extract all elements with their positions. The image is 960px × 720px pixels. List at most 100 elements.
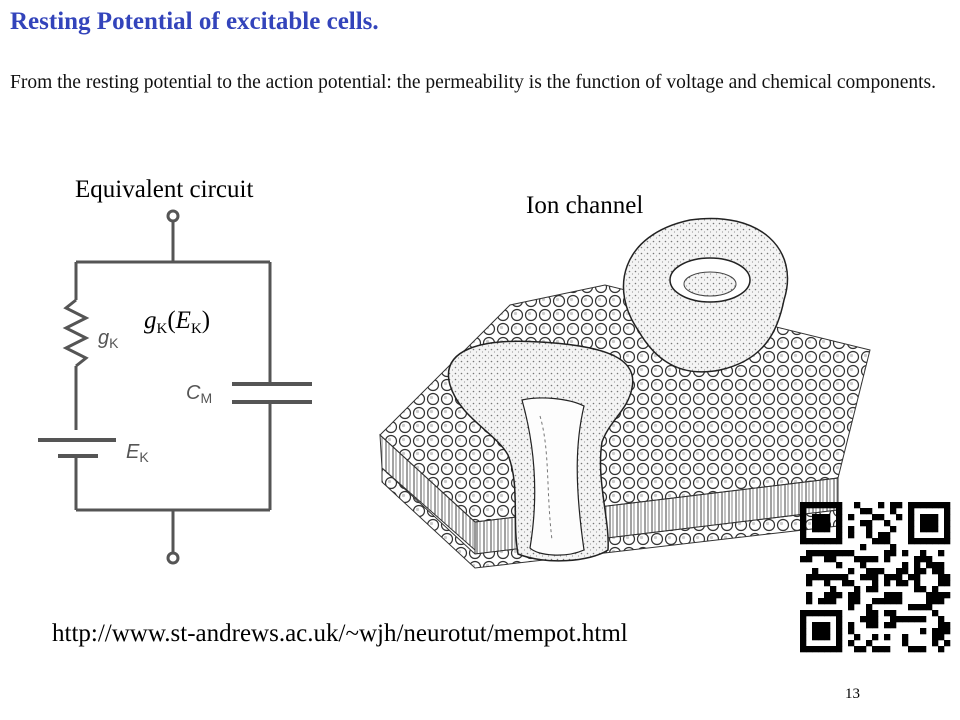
qr-module (872, 616, 879, 623)
conductance-sub: K (156, 321, 168, 337)
qr-module (890, 508, 897, 515)
qr-module (896, 502, 903, 509)
qr-module (824, 598, 831, 605)
qr-module (896, 598, 903, 605)
qr-module (806, 538, 813, 545)
qr-module (854, 646, 861, 653)
qr-module (944, 514, 951, 521)
qr-module (896, 568, 903, 575)
qr-module (902, 640, 909, 647)
qr-module (836, 640, 843, 647)
qr-module (848, 628, 855, 635)
capacitor-label: C (186, 382, 201, 404)
qr-module (896, 580, 903, 587)
qr-module (860, 562, 867, 569)
qr-module (914, 586, 921, 593)
slide-title: Resting Potential of excitable cells. (10, 8, 379, 35)
source-url-link[interactable]: http://www.st-andrews.ac.uk/~wjh/neurotu… (52, 620, 628, 647)
qr-module (854, 634, 861, 641)
qr-module (938, 646, 945, 653)
qr-module (920, 616, 927, 623)
qr-module (926, 514, 933, 521)
qr-module (884, 622, 891, 629)
qr-module (920, 526, 927, 533)
qr-module (908, 538, 915, 545)
qr-module (800, 556, 807, 563)
qr-module (920, 586, 927, 593)
qr-code (800, 502, 951, 653)
qr-module (806, 646, 813, 653)
qr-module (836, 610, 843, 617)
qr-module (824, 538, 831, 545)
qr-module (818, 634, 825, 641)
qr-module (902, 568, 909, 575)
qr-module (800, 616, 807, 623)
qr-module (812, 526, 819, 533)
qr-module (884, 610, 891, 617)
top-terminal (166, 209, 180, 223)
qr-module (830, 586, 837, 593)
qr-module (854, 556, 861, 563)
qr-module (866, 616, 873, 623)
qr-module (890, 550, 897, 557)
qr-module (848, 640, 855, 647)
qr-module (872, 556, 879, 563)
qr-module (872, 568, 879, 575)
resistor-label: g (98, 327, 109, 349)
qr-module (818, 520, 825, 527)
qr-module (896, 592, 903, 599)
qr-module (908, 616, 915, 623)
qr-module (866, 640, 873, 647)
qr-module (800, 640, 807, 647)
qr-module (896, 616, 903, 623)
qr-module (914, 502, 921, 509)
qr-module (836, 532, 843, 539)
qr-module (800, 610, 807, 617)
qr-module (836, 562, 843, 569)
qr-module (932, 562, 939, 569)
bottom-terminal (166, 551, 180, 565)
svg-text:CM: CM (186, 382, 212, 406)
qr-module (884, 634, 891, 641)
qr-module (872, 586, 879, 593)
qr-module (824, 514, 831, 521)
qr-module (872, 580, 879, 587)
qr-module (938, 550, 945, 557)
qr-module (878, 538, 885, 545)
qr-module (944, 628, 951, 635)
qr-module (872, 610, 879, 617)
qr-module (908, 514, 915, 521)
qr-module (890, 622, 897, 629)
qr-module (818, 628, 825, 635)
qr-module (866, 526, 873, 533)
qr-module (848, 592, 855, 599)
qr-module (818, 610, 825, 617)
qr-module (938, 634, 945, 641)
qr-module (926, 598, 933, 605)
qr-module (866, 508, 873, 515)
qr-module (944, 574, 951, 581)
qr-module (830, 646, 837, 653)
qr-module (866, 610, 873, 617)
qr-module (818, 550, 825, 557)
qr-module (884, 520, 891, 527)
qr-module (926, 562, 933, 569)
qr-module (848, 580, 855, 587)
qr-module (872, 622, 879, 629)
qr-module (932, 592, 939, 599)
resistor-symbol (62, 298, 90, 368)
qr-module (920, 646, 927, 653)
qr-module (938, 598, 945, 605)
qr-module (944, 502, 951, 509)
qr-module (818, 646, 825, 653)
qr-module (926, 526, 933, 533)
qr-module (818, 622, 825, 629)
qr-module (818, 514, 825, 521)
qr-module (932, 526, 939, 533)
qr-module (812, 520, 819, 527)
qr-module (884, 598, 891, 605)
qr-module (848, 550, 855, 557)
qr-module (944, 592, 951, 599)
qr-module (932, 568, 939, 575)
qr-module (848, 532, 855, 539)
